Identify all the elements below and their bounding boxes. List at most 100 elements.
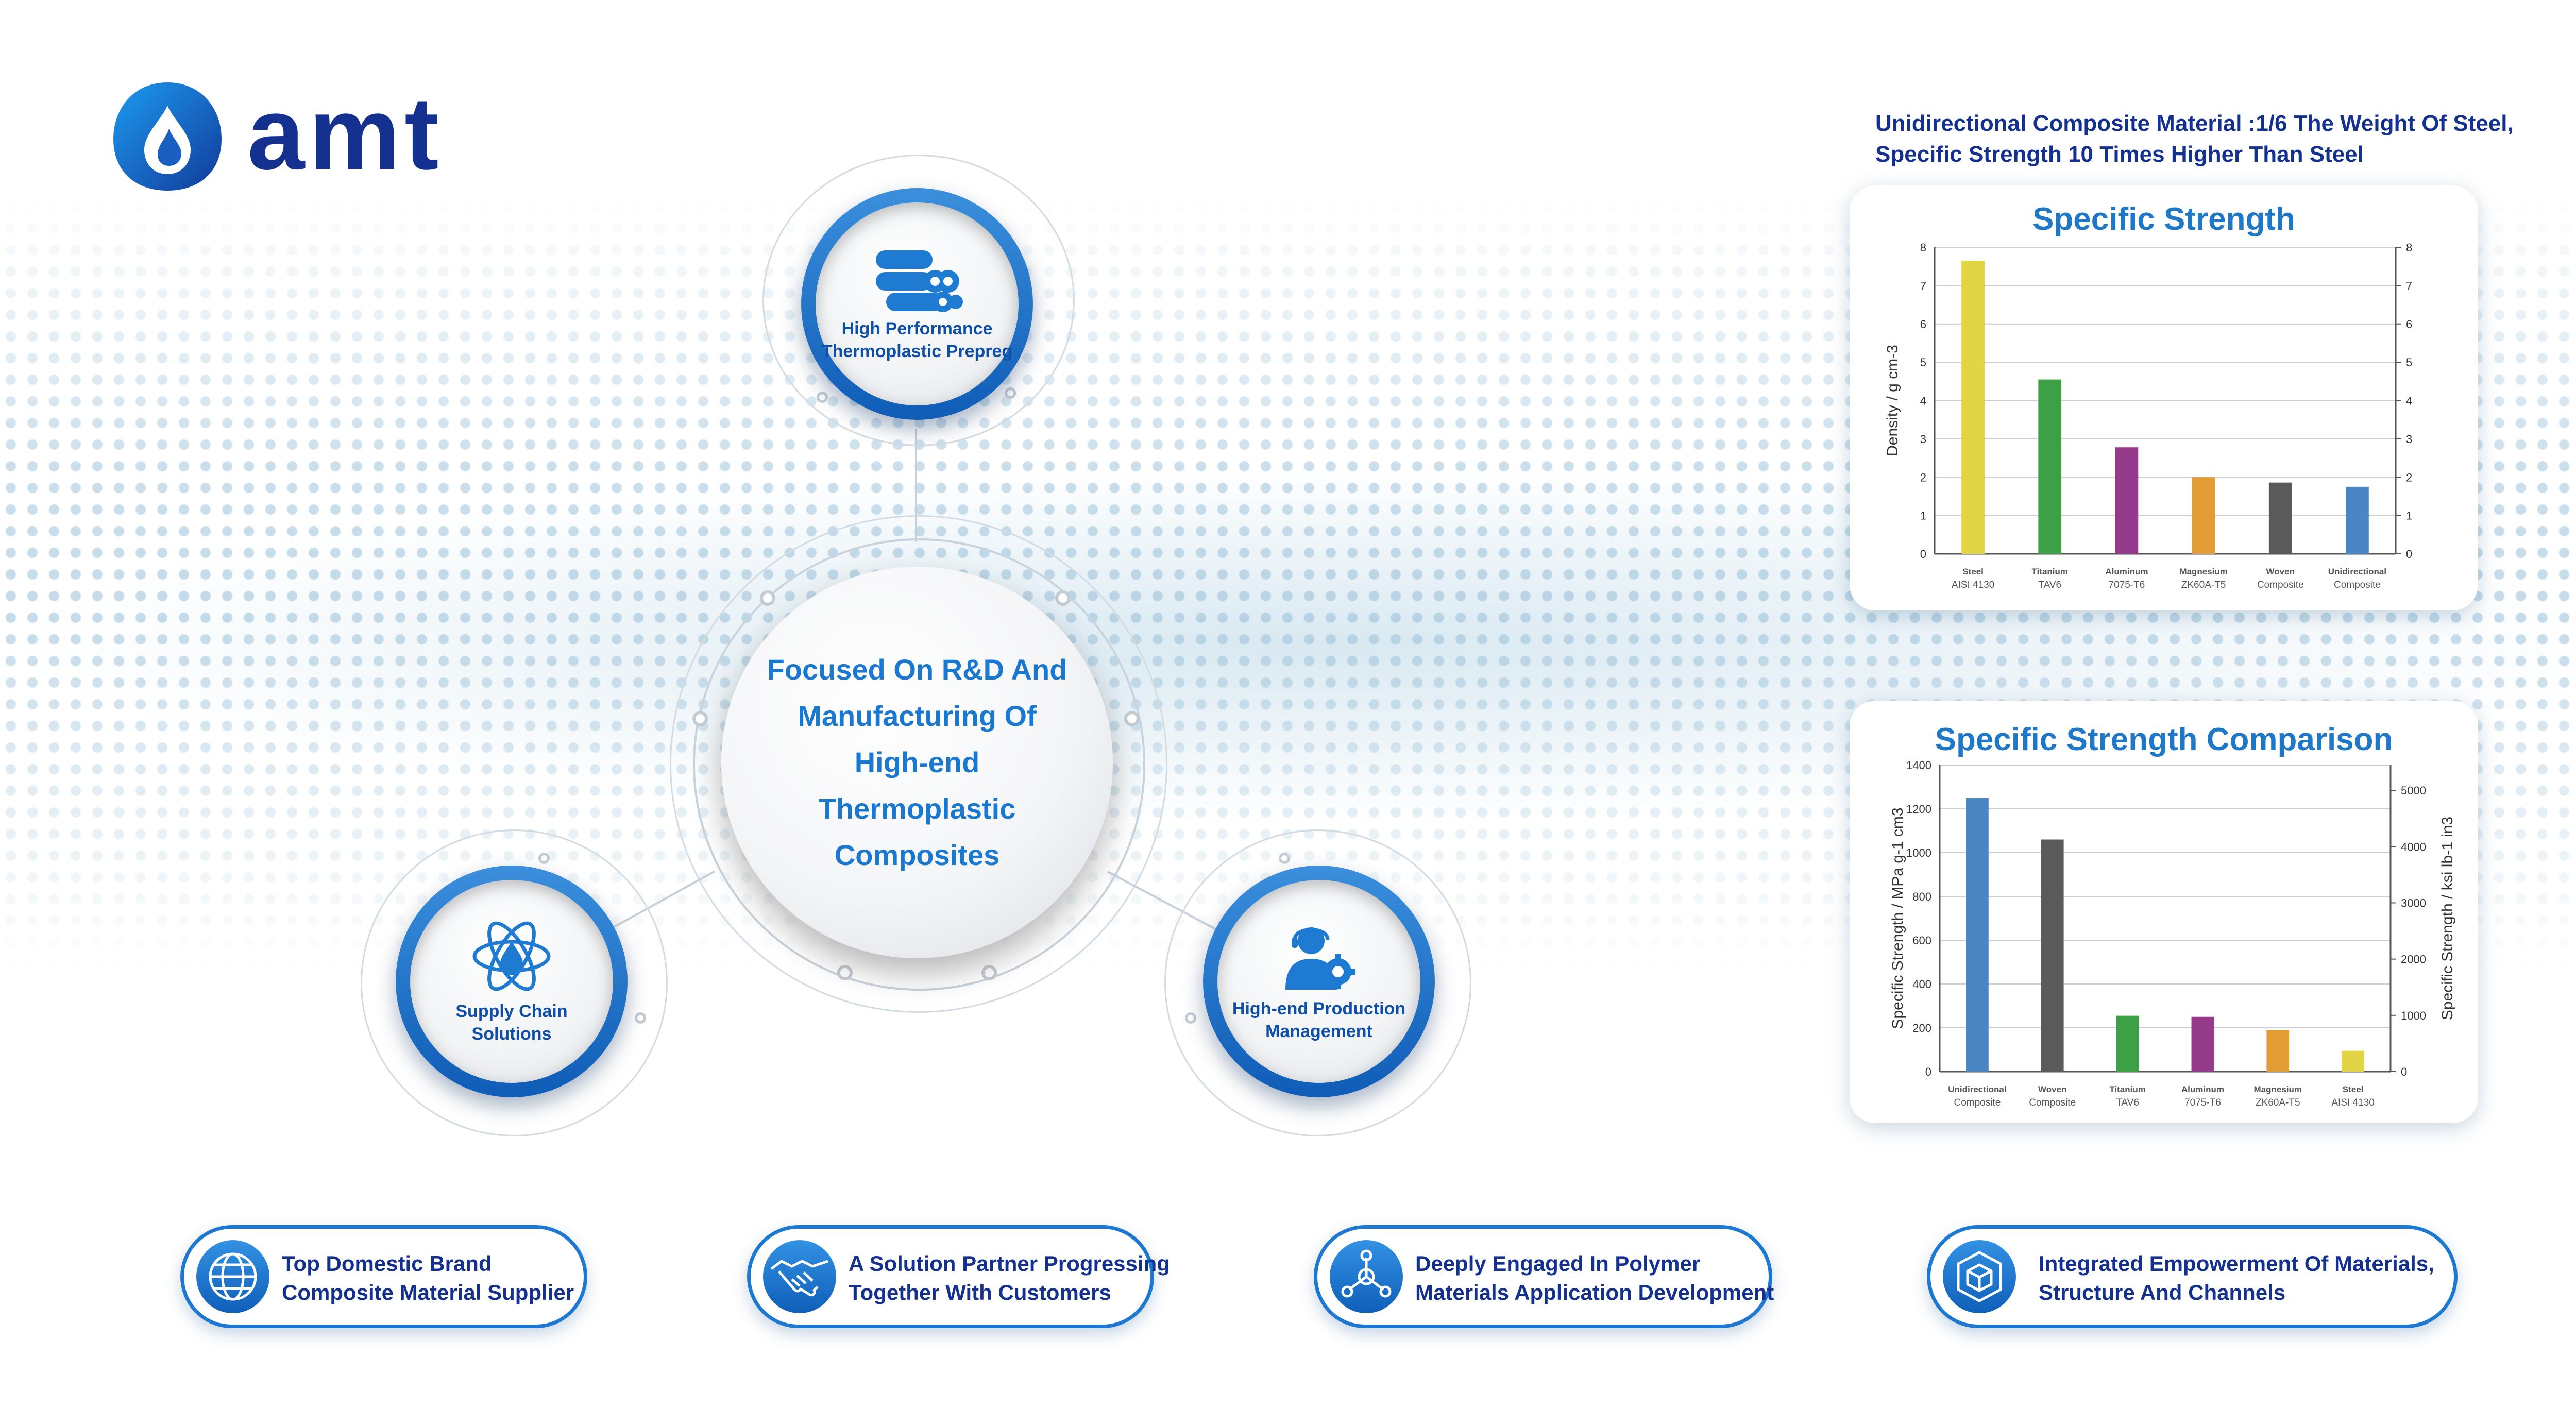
y-tick-label: 400 <box>1912 978 1931 991</box>
y2-tick-label: 0 <box>2406 548 2412 561</box>
y2-tick-label: 4 <box>2406 395 2412 408</box>
bar <box>2342 1050 2364 1072</box>
y-tick-label: 2 <box>1920 471 1926 484</box>
y2-tick-label: 4000 <box>2401 840 2426 853</box>
pill-line: Composite Material Supplier <box>282 1280 574 1304</box>
ring-knob <box>692 711 708 726</box>
headline-line: Unidirectional Composite Material :1/6 T… <box>1875 111 2514 136</box>
x-tick-label: Unidirectional <box>1948 1084 2006 1094</box>
chart-title: Specific Strength Comparison <box>1935 722 2393 757</box>
handshake-icon <box>763 1240 836 1313</box>
y2-tick-label: 2000 <box>2401 953 2426 966</box>
hub-center: Focused On R&D And Manufacturing Of High… <box>721 567 1113 958</box>
pill-line: Integrated Empowerment Of Materials, <box>2039 1251 2434 1276</box>
bar <box>2115 447 2139 554</box>
node-production-line: High-end Production <box>1232 999 1406 1019</box>
y-tick-label: 200 <box>1912 1022 1931 1034</box>
pill-line: Structure And Channels <box>2039 1280 2286 1304</box>
y-tick-label: 5 <box>1920 356 1926 369</box>
brand-logo[interactable]: amt <box>108 77 495 196</box>
y-axis-label: Specific Strength / MPa g-1 cm3 <box>1889 807 1906 1029</box>
bar <box>1966 798 1989 1072</box>
y2-tick-label: 2 <box>2406 471 2412 484</box>
x-tick-label: Magnesium <box>2179 567 2228 576</box>
x-tick-label: TAV6 <box>2116 1097 2139 1108</box>
bar <box>1961 261 1985 554</box>
engineer-gear-icon <box>1285 927 1355 990</box>
bar <box>2038 379 2062 554</box>
feature-pill-partner[interactable]: A Solution Partner Progressing Together … <box>747 1225 1170 1328</box>
x-tick-label: Magnesium <box>2253 1084 2302 1094</box>
x-tick-label: Aluminum <box>2181 1084 2224 1094</box>
pill-line: Top Domestic Brand <box>282 1251 492 1276</box>
bar <box>2116 1015 2139 1072</box>
y-axis-label: Density / g cm-3 <box>1884 345 1901 456</box>
x-tick-label: AISI 4130 <box>1952 580 1994 590</box>
node-production-label: High-end Production Management <box>1232 997 1405 1043</box>
y-tick-label: 0 <box>1920 548 1926 561</box>
y-tick-label: 600 <box>1912 934 1931 947</box>
x-tick-label: Woven <box>2038 1084 2066 1094</box>
feature-pill-brand[interactable]: Top Domestic Brand Composite Material Su… <box>180 1225 587 1328</box>
ring-knob <box>837 965 853 980</box>
hub-mid-ring <box>693 538 1145 991</box>
y-tick-label: 3 <box>1920 433 1926 446</box>
x-tick-label: ZK60A-T5 <box>2181 580 2226 590</box>
node-supply-label: Supply Chain Solutions <box>455 1000 567 1045</box>
y2-tick-label: 1 <box>2406 510 2412 522</box>
ring-knob <box>1005 387 1016 399</box>
x-tick-label: Steel <box>2343 1084 2364 1094</box>
x-tick-label: Titanium <box>2031 567 2068 576</box>
molecule-icon <box>1330 1240 1403 1313</box>
node-supply[interactable]: Supply Chain Solutions <box>396 866 628 1097</box>
x-tick-label: 7075-T6 <box>2109 580 2145 590</box>
node-prepreg-outer-ring <box>762 155 1075 446</box>
feature-pill-polymer[interactable]: Deeply Engaged In Polymer Materials Appl… <box>1314 1225 1774 1328</box>
y2-tick-label: 7 <box>2406 279 2412 292</box>
x-tick-label: Composite <box>2257 580 2304 590</box>
node-prepreg[interactable]: High Performance Thermoplastic Prepreg <box>801 188 1033 420</box>
y2-tick-label: 0 <box>2401 1065 2407 1078</box>
hub-center-line: Focused On R&D And <box>767 653 1067 686</box>
x-tick-label: Composite <box>1954 1097 2001 1108</box>
node-prepreg-line: High Performance <box>841 319 993 338</box>
bar <box>2191 1016 2214 1072</box>
ring-knob <box>1124 711 1140 726</box>
bar <box>2192 477 2215 554</box>
y-tick-label: 1200 <box>1906 803 1931 816</box>
node-supply-line: Supply Chain <box>455 1002 568 1021</box>
pill-line: Deeply Engaged In Polymer <box>1415 1251 1701 1276</box>
headline-line: Specific Strength 10 Times Higher Than S… <box>1875 142 2364 167</box>
y2-axis-label: Specific Strength / ksi lb-1 in3 <box>2439 817 2456 1020</box>
ring-knob <box>981 965 997 980</box>
y2-tick-label: 5 <box>2406 356 2412 369</box>
ring-knob <box>1185 1012 1196 1024</box>
node-prepreg-label: High Performance Thermoplastic Prepreg <box>822 317 1012 363</box>
node-supply-line: Solutions <box>471 1024 552 1044</box>
chart-specific-strength-comparison: 0200400600800100012001400010002000300040… <box>1889 759 2456 1108</box>
brand-name: amt <box>247 76 443 191</box>
hub-center-line: Thermoplastic Composites <box>818 792 1016 871</box>
feature-pill-integrated[interactable]: Integrated Empowerment Of Materials, Str… <box>1927 1225 2458 1328</box>
globe-icon <box>196 1240 269 1313</box>
y-tick-label: 0 <box>1925 1065 1931 1078</box>
y2-tick-label: 6 <box>2406 318 2412 331</box>
y2-tick-label: 8 <box>2406 241 2412 254</box>
ring-knob <box>538 853 550 864</box>
x-tick-label: Composite <box>2029 1097 2076 1108</box>
node-supply-disc: Supply Chain Solutions <box>410 880 613 1083</box>
node-supply-outer-ring <box>361 829 668 1136</box>
node-production[interactable]: High-end Production Management <box>1203 866 1435 1097</box>
x-tick-label: Woven <box>2266 567 2295 576</box>
rolls-icon <box>876 250 963 312</box>
pill-line: A Solution Partner Progressing <box>849 1251 1170 1276</box>
ring-knob <box>1055 590 1071 606</box>
y2-tick-label: 3000 <box>2401 896 2426 909</box>
pill-text: A Solution Partner Progressing Together … <box>849 1249 1170 1307</box>
y-tick-label: 4 <box>1920 395 1926 408</box>
ring-knob <box>635 1012 646 1024</box>
hub-outer-ring <box>670 515 1167 1013</box>
ring-knob <box>1279 853 1290 864</box>
